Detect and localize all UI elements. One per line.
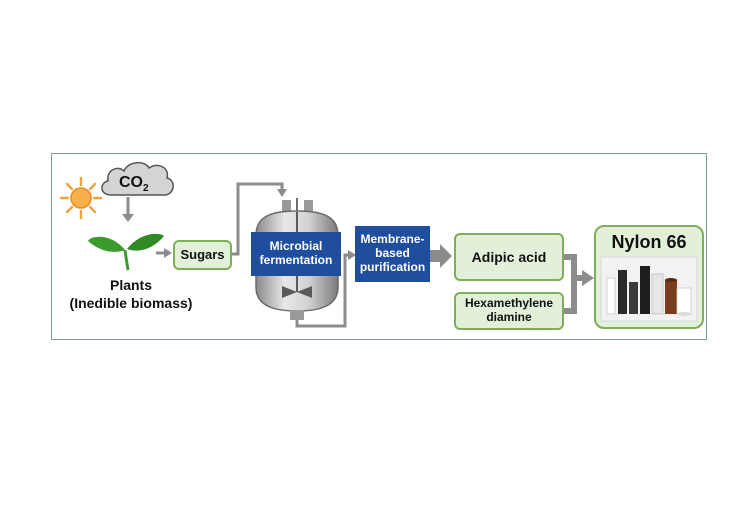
purification-box: Membrane- based purification [355,226,430,282]
hmd-line1: Hexamethylene [464,296,554,311]
adipic-acid-box: Adipic acid [454,233,564,281]
plant-icon [88,233,164,271]
purification-line2: based [375,246,410,261]
arrow-purification-adipic [430,244,452,268]
arrow-adipic-merge [564,254,583,281]
plants-label-line1: Plants [109,277,152,293]
fermentation-line1: Microbial [269,239,323,254]
arrow-sugars-fermenter [231,182,284,256]
co2-label: CO2 [119,174,149,194]
plants-label: Plants (Inedible biomass) [56,276,206,312]
nylon-products-image [600,256,698,322]
purification-line3: purification [359,259,426,274]
cloud-icon [101,162,174,196]
hmd-line2: diamine [486,310,532,324]
sugars-box: Sugars [173,240,232,270]
adipic-acid-label: Adipic acid [471,248,547,265]
fermentation-box: Microbial fermentation [251,232,341,276]
arrow-fermenter-purification [295,253,350,328]
hmd-box: Hexamethylene diamine [454,292,564,330]
purification-line1: Membrane- [360,232,425,247]
sun-icon [59,176,103,220]
arrow-hmd-merge [564,278,577,314]
fermentation-line2: fermentation [259,253,333,267]
plants-label-line2: (Inedible biomass) [69,295,193,311]
nylon-label: Nylon 66 [611,232,687,252]
sugars-label: Sugars [180,246,225,262]
